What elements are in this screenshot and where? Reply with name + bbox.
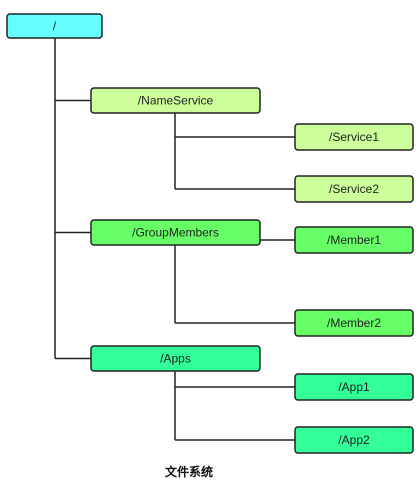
node-app2: /App2 — [294, 426, 414, 454]
node-member1: /Member1 — [294, 226, 414, 254]
node-box-service1 — [294, 123, 414, 151]
node-label-app1: /App1 — [338, 380, 370, 394]
node-box-app1 — [294, 373, 414, 401]
node-box-app2 — [294, 426, 414, 454]
tree-connectors — [54, 38, 295, 441]
node-box-member1 — [294, 226, 414, 254]
tree-nodes: / /NameService/Service1/Service2/GroupMem… — [6, 13, 414, 454]
node-label-member2: /Member2 — [327, 316, 381, 330]
node-label-apps: /Apps — [160, 352, 191, 366]
node-box-service2 — [294, 175, 414, 203]
node-label-groupmembers: /GroupMembers — [132, 226, 219, 240]
node-root: / — [6, 13, 103, 39]
node-label-member1: /Member1 — [327, 233, 381, 247]
node-app1: /App1 — [294, 373, 414, 401]
node-box-root — [6, 13, 103, 39]
node-label-root: / — [53, 19, 57, 33]
node-label-service1: /Service1 — [329, 130, 379, 144]
node-box-apps — [90, 345, 261, 372]
node-box-member2 — [294, 309, 414, 337]
node-nameservice: /NameService — [90, 87, 261, 114]
node-service1: /Service1 — [294, 123, 414, 151]
node-member2: /Member2 — [294, 309, 414, 337]
node-label-app2: /App2 — [338, 433, 370, 447]
node-box-groupmembers — [90, 219, 261, 246]
node-apps: /Apps — [90, 345, 261, 372]
node-label-nameservice: /NameService — [138, 94, 214, 108]
node-service2: /Service2 — [294, 175, 414, 203]
node-box-nameservice — [90, 87, 261, 114]
node-label-service2: /Service2 — [329, 182, 379, 196]
diagram-caption: 文件系统 — [164, 465, 213, 479]
node-groupmembers: /GroupMembers — [90, 219, 261, 246]
